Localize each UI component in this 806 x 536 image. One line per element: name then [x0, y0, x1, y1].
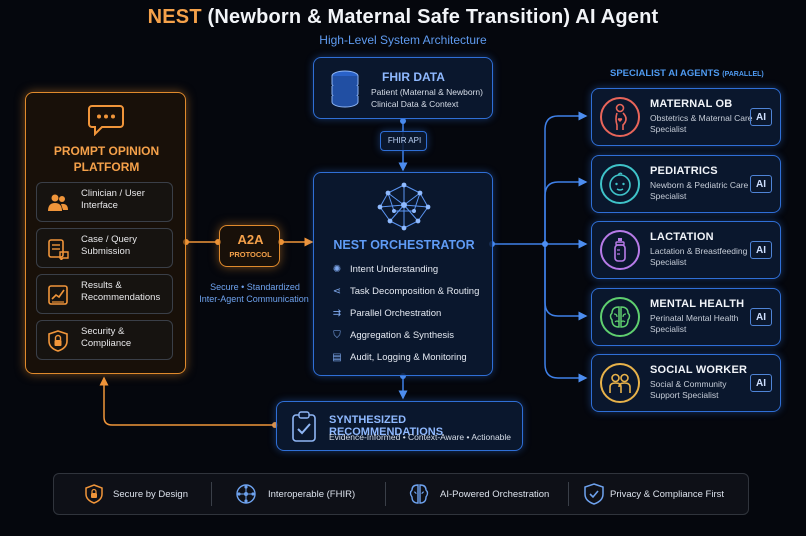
agent-desc: Perinatal Mental Health Specialist: [650, 313, 739, 334]
lock-shield-icon: [85, 484, 103, 504]
nest-orchestrator: NEST ORCHESTRATOR ✺Intent Understanding …: [313, 172, 493, 376]
agent-mental-health[interactable]: MENTAL HEALTH Perinatal Mental Health Sp…: [591, 288, 781, 346]
platform-item-clinician-ui[interactable]: Clinician / User Interface: [36, 182, 173, 222]
prompt-opinion-platform: PROMPT OPINION PLATFORM Clinician / User…: [25, 92, 186, 374]
agent-desc: Lactation & Breastfeeding Specialist: [650, 246, 748, 267]
fhir-line2: Clinical Data & Context: [371, 99, 459, 109]
network-brain-icon: [377, 182, 431, 231]
orchestrator-item-parallel: ⇉Parallel Orchestration: [330, 308, 442, 319]
platform-title-line2: PLATFORM: [73, 160, 140, 174]
document-icon: [48, 239, 69, 260]
agent-social-worker[interactable]: SOCIAL WORKER Social & Community Support…: [591, 354, 781, 412]
a2a-caption-line1: Secure • Standardized: [210, 282, 300, 292]
synthesized-recommendations: SYNTHESIZED RECOMMENDATIONS Evidence-Inf…: [276, 401, 523, 451]
brain-icon: [600, 297, 640, 337]
platform-item-label: Case / Query Submission: [81, 234, 137, 257]
orchestrator-item-intent: ✺Intent Understanding: [330, 264, 438, 275]
footer-divider: [211, 482, 212, 506]
people-icon: [600, 363, 640, 403]
agent-desc: Newborn & Pediatric Care Specialist: [650, 180, 749, 201]
fhir-api-badge: FHIR API: [380, 131, 427, 151]
agent-lactation[interactable]: LACTATION Lactation & Breastfeeding Spec…: [591, 221, 781, 279]
database-icon: [331, 70, 359, 108]
agent-name: MENTAL HEALTH: [650, 298, 745, 310]
users-icon: [48, 194, 68, 211]
agent-pediatrics[interactable]: PEDIATRICS Newborn & Pediatric Care Spec…: [591, 155, 781, 213]
ai-badge: AI: [750, 308, 772, 326]
chat-bubble-icon: [88, 105, 124, 136]
chart-icon: [48, 285, 68, 305]
footer-item-secure: Secure by Design: [113, 489, 188, 500]
agent-desc: Social & Community Support Specialist: [650, 379, 727, 400]
platform-item-case-query[interactable]: Case / Query Submission: [36, 228, 173, 268]
fhir-title: FHIR DATA: [382, 70, 445, 84]
a2a-title: A2A: [237, 232, 264, 247]
baby-face-icon: [600, 164, 640, 204]
agent-name: LACTATION: [650, 231, 714, 243]
page-subtitle: High-Level System Architecture: [319, 33, 487, 47]
synth-title: SYNTHESIZED RECOMMENDATIONS: [329, 414, 444, 438]
agent-name: SOCIAL WORKER: [650, 364, 748, 376]
agent-desc: Obstetrics & Maternal Care Specialist: [650, 113, 753, 134]
orchestrator-item-audit: ▤Audit, Logging & Monitoring: [330, 352, 466, 363]
footer-item-interoperable: Interoperable (FHIR): [268, 489, 356, 500]
orchestrator-item-aggregation: ⛉Aggregation & Synthesis: [330, 330, 454, 341]
clipboard-icon: ▤: [332, 352, 342, 363]
agent-name: MATERNAL OB: [650, 98, 733, 110]
specialists-heading: SPECIALIST AI AGENTS (PARALLEL): [610, 68, 764, 79]
fhir-api-label: FHIR API: [387, 136, 422, 145]
footer-item-privacy: Privacy & Compliance First: [610, 489, 725, 500]
ai-badge: AI: [750, 175, 772, 193]
platform-item-label: Results & Recommendations: [81, 280, 161, 303]
footer-bar: [53, 473, 749, 515]
synth-subtitle: Evidence-Informed • Context-Aware • Acti…: [329, 432, 512, 442]
ai-badge: AI: [750, 374, 772, 392]
brain-icon: [409, 484, 429, 504]
brain-icon: ✺: [332, 264, 342, 275]
check-shield-icon: ⛉: [333, 330, 341, 341]
platform-item-label: Clinician / User Interface: [81, 188, 145, 211]
a2a-protocol-box: A2A PROTOCOL: [219, 225, 280, 267]
ai-badge: AI: [750, 108, 772, 126]
fhir-data-box: FHIR DATA Patient (Maternal & Newborn) C…: [313, 57, 493, 119]
orchestrator-title: NEST ORCHESTRATOR: [333, 238, 475, 252]
shield-check-icon: [584, 483, 604, 505]
agent-maternal-ob[interactable]: MATERNAL OB Obstetrics & Maternal Care S…: [591, 88, 781, 146]
clipboard-check-icon: [292, 411, 316, 442]
parallel-icon: ⇉: [332, 308, 342, 319]
network-icon: [236, 484, 256, 504]
page-title: NEST (Newborn & Maternal Safe Transition…: [147, 6, 659, 28]
shield-lock-icon: [48, 330, 68, 352]
footer-item-ai-orchestration: AI-Powered Orchestration: [440, 489, 550, 500]
platform-item-label: Security & Compliance: [81, 326, 132, 349]
bottle-icon: [600, 230, 640, 270]
ai-badge: AI: [750, 241, 772, 259]
share-icon: ⋖: [332, 286, 342, 297]
footer-divider: [568, 482, 569, 506]
platform-title-line1: PROMPT OPINION: [53, 144, 160, 158]
footer-divider: [385, 482, 386, 506]
a2a-subtitle: PROTOCOL: [229, 250, 272, 259]
a2a-caption-line2: Inter-Agent Communication: [199, 294, 309, 304]
pregnant-icon: [600, 97, 640, 137]
platform-item-results[interactable]: Results & Recommendations: [36, 274, 173, 314]
orchestrator-item-routing: ⋖Task Decomposition & Routing: [330, 286, 480, 297]
platform-item-security[interactable]: Security & Compliance: [36, 320, 173, 360]
agent-name: PEDIATRICS: [650, 165, 718, 177]
fhir-line1: Patient (Maternal & Newborn): [371, 87, 483, 97]
